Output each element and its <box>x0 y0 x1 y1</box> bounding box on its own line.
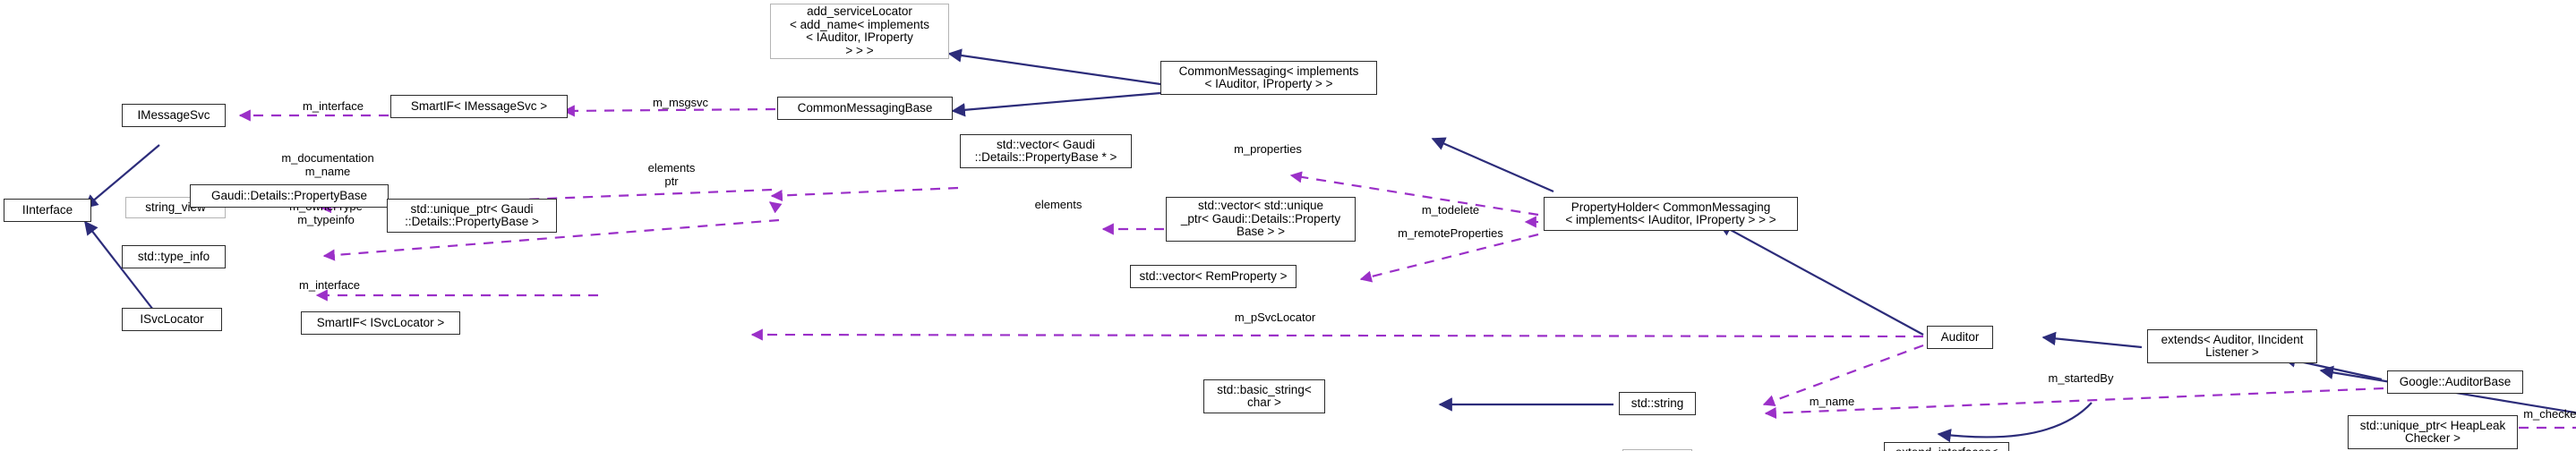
node-auditor[interactable]: Auditor <box>1927 326 1993 349</box>
node-vector-propertybase-ptr[interactable]: std::vector< Gaudi ::Details::PropertyBa… <box>960 134 1132 168</box>
edge-propbase-m-ownertype <box>322 218 780 261</box>
edge-heapchecker-to-googleauditorbase <box>2319 365 2576 414</box>
node-add-servicelocator[interactable]: add_serviceLocator < add_name< implement… <box>770 4 949 59</box>
node-std-string[interactable]: std::string <box>1619 392 1696 415</box>
node-unique-ptr-heapleakchecker[interactable]: std::unique_ptr< HeapLeak Checker > <box>2348 415 2518 449</box>
node-google-auditorbase[interactable]: Google::AuditorBase <box>2387 370 2523 394</box>
edge-label-m-name: m_name <box>1809 395 1855 408</box>
node-smartif-imessagesvc[interactable]: SmartIF< IMessageSvc > <box>390 95 568 118</box>
node-extends-auditor-iincidentlistener[interactable]: extends< Auditor, IIncident Listener > <box>2147 329 2317 363</box>
node-std-basic-string[interactable]: std::basic_string< char > <box>1203 379 1325 413</box>
edge-auditor-m-psvclocator <box>750 328 1924 341</box>
edge-propertyholder-m-properties <box>1289 171 1539 217</box>
node-unique-ptr-propertybase[interactable]: std::unique_ptr< Gaudi ::Details::Proper… <box>387 199 557 233</box>
node-std-type-info[interactable]: std::type_info <box>122 245 226 268</box>
node-imessagesvc[interactable]: IMessageSvc <box>122 104 226 127</box>
node-interfaces[interactable]: Interfaces <box>1622 449 1692 451</box>
edge-label-m-remoteproperties: m_remoteProperties <box>1398 226 1503 240</box>
edge-isvclocator-to-iinterface <box>84 220 160 319</box>
node-isvclocator[interactable]: ISvcLocator <box>122 308 222 331</box>
node-iinterface[interactable]: IInterface <box>4 199 91 222</box>
edge-imessagesvc-to-iinterface <box>83 144 160 208</box>
edge-extends-to-auditor <box>2041 331 2143 349</box>
edge-auditor-to-propertyholder <box>1717 223 1924 336</box>
node-vector-remproperty[interactable]: std::vector< RemProperty > <box>1130 265 1297 288</box>
edge-label-m-psvclocator: m_pSvcLocator <box>1234 311 1316 324</box>
edge-label-m-interface-svclocator: m_interface <box>299 278 360 292</box>
node-string-view[interactable]: string_view <box>125 197 226 218</box>
edge-label-m-properties: m_properties <box>1234 142 1302 156</box>
edge-propertyholder-m-remoteprops <box>1359 233 1539 283</box>
edge-label-m-interface-msgsvc: m_interface <box>303 99 364 113</box>
edge-label-m-startedby: m_startedBy <box>2048 371 2114 385</box>
edge-label-m-todelete: m_todelete <box>1421 203 1480 217</box>
node-commonmessaging[interactable]: CommonMessaging< implements < IAuditor, … <box>1160 61 1377 95</box>
edge-propertyholder-to-commonmessaging <box>1431 137 1554 193</box>
edge-vecptr-elements-to-propbase <box>770 186 959 202</box>
edge-commonmessaging-to-commonmessagingbase <box>951 91 1161 117</box>
edge-label-elements-ptr: elements ptr <box>647 161 696 188</box>
node-commonmessagingbase[interactable]: CommonMessagingBase <box>777 97 953 120</box>
usage-edges <box>238 105 2576 434</box>
node-smartif-isvclocator[interactable]: SmartIF< ISvcLocator > <box>301 311 460 335</box>
edge-extends-to-extendinterfaces <box>1937 402 2092 443</box>
node-vector-unique-ptr-propertybase[interactable]: std::vector< std::unique _ptr< Gaudi::De… <box>1166 197 1356 242</box>
edge-label-elements: elements <box>1034 198 1083 211</box>
edge-uniq-to-propbase-ptr <box>768 201 783 214</box>
edge-label-m-msgsvc: m_msgsvc <box>652 96 709 109</box>
edge-googleauditorbase-m-startedby <box>1764 387 2384 420</box>
edge-label-m-checker: m_checker <box>2523 407 2576 421</box>
node-extend-interfaces[interactable]: extend_interfaces< Interfaces... > <box>1884 442 2009 451</box>
edge-label-m-documentation-m-name: m_documentation m_name <box>281 151 374 178</box>
edge-commonmessaging-to-addservicelocator <box>947 48 1161 86</box>
inheritance-edges <box>83 48 2576 443</box>
node-gaudi-details-propertybase[interactable]: Gaudi::Details::PropertyBase <box>190 184 389 208</box>
node-propertyholder[interactable]: PropertyHolder< CommonMessaging < implem… <box>1544 197 1798 231</box>
